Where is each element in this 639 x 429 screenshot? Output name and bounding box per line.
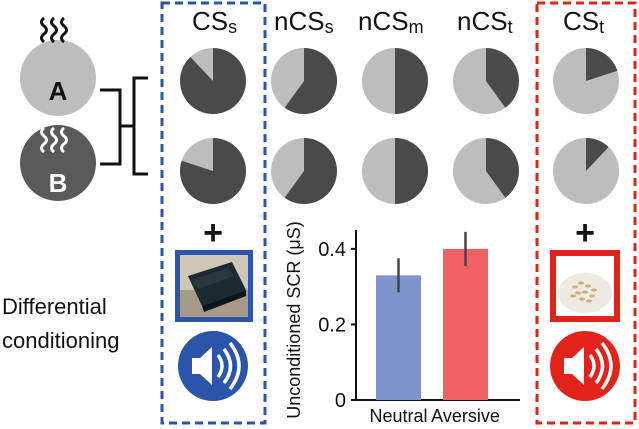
neutral-cs-frame bbox=[160, 1, 267, 425]
mixture-pie-r1-c5 bbox=[553, 48, 619, 114]
pie-odor-b-share bbox=[586, 48, 618, 81]
mixture-pie-r1-c2 bbox=[271, 48, 337, 114]
odor-b-label: B bbox=[49, 168, 68, 198]
pie-odor-b-share bbox=[486, 138, 520, 198]
column-header-cst: CSt bbox=[563, 6, 605, 37]
x-category-label: Neutral bbox=[369, 406, 427, 426]
y-tick-label: 0.2 bbox=[318, 314, 346, 336]
pie-odor-b-share bbox=[586, 138, 609, 171]
aversive-picture-insects bbox=[550, 250, 620, 322]
odor-b-circle bbox=[20, 125, 96, 201]
neutral-picture-book bbox=[175, 250, 253, 322]
mixture-pie-r2-c3 bbox=[362, 138, 428, 204]
mixture-pie-r1-c3 bbox=[362, 48, 428, 114]
odor-a-circle bbox=[20, 40, 96, 116]
mixture-pies bbox=[179, 48, 619, 205]
pie-odor-b-share bbox=[395, 48, 428, 114]
bar-neutral bbox=[376, 275, 421, 400]
aversive-cs-frame bbox=[535, 1, 637, 425]
mixing-bracket bbox=[100, 76, 148, 176]
y-tick-label: 0.4 bbox=[318, 239, 346, 261]
plus-sign-neutral: + bbox=[203, 214, 223, 252]
pie-odor-b-share bbox=[395, 138, 428, 204]
pie-odor-b-share bbox=[179, 48, 246, 115]
column-header-ncss: nCSs bbox=[274, 6, 334, 37]
odor-a-wave-icon bbox=[40, 16, 68, 44]
pie-odor-b-share bbox=[284, 48, 337, 114]
chart-y-axis-label: Unconditioned SCR (μS) bbox=[284, 221, 304, 418]
mixture-pie-r2-c5 bbox=[553, 138, 619, 204]
column-header-ncsm: nCSm bbox=[358, 6, 424, 37]
odor-a-label: A bbox=[49, 76, 68, 106]
pie-odor-b-share bbox=[180, 138, 247, 205]
y-tick-label: 0 bbox=[335, 390, 346, 412]
speaker-icon-aversive bbox=[550, 331, 620, 401]
mixture-pie-r2-c4 bbox=[453, 138, 520, 204]
differential-conditioning-label: Differential conditioning bbox=[2, 294, 119, 354]
mixture-pie-r2-c2 bbox=[271, 138, 337, 204]
mixture-pie-r1-c4 bbox=[453, 48, 520, 114]
label-line-1: Differential bbox=[2, 294, 107, 319]
column-header-ncst: nCSt bbox=[457, 6, 513, 37]
odor-b-wave-icon bbox=[40, 126, 68, 154]
speaker-icon-neutral bbox=[178, 331, 248, 401]
pie-odor-b-share bbox=[284, 138, 337, 204]
mixture-pie-r2-c1 bbox=[180, 138, 247, 205]
plus-sign-aversive: + bbox=[575, 214, 595, 252]
label-line-2: conditioning bbox=[2, 328, 120, 353]
pie-odor-b-share bbox=[486, 48, 520, 108]
mixture-pie-r1-c1 bbox=[179, 48, 246, 115]
bar-aversive bbox=[443, 248, 488, 400]
column-header-css: CSs bbox=[192, 6, 238, 37]
x-category-label: Aversive bbox=[431, 406, 500, 426]
